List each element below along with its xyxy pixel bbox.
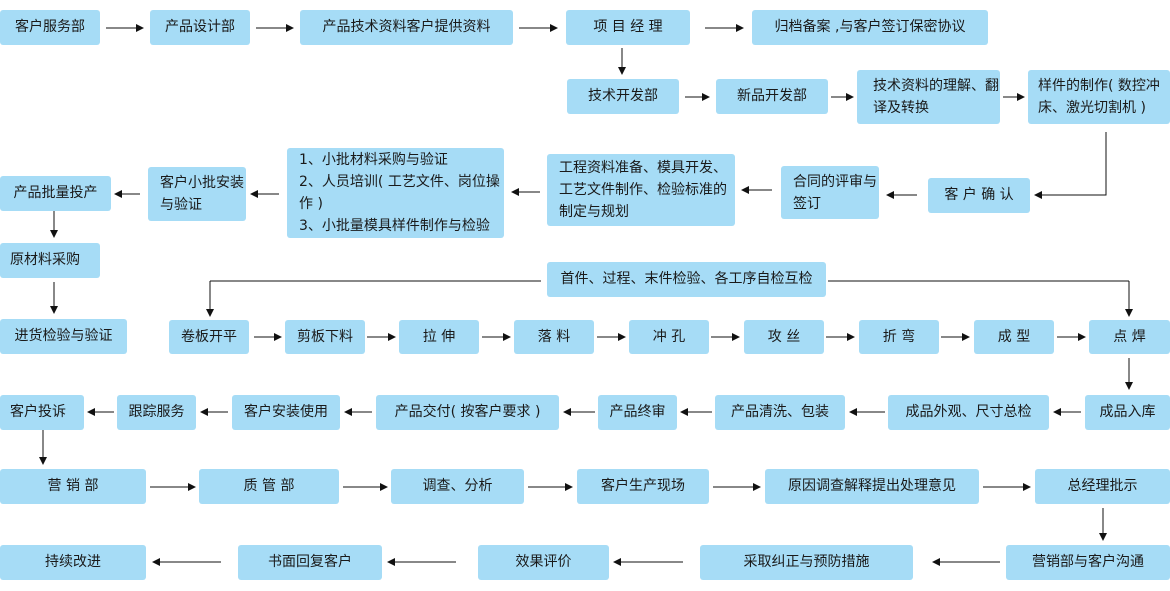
node-marketing-communicate: 营销部与客户沟通 bbox=[1006, 545, 1170, 580]
node-customer-confirm: 客 户 确 认 bbox=[928, 178, 1030, 213]
node-written-reply: 书面回复客户 bbox=[238, 545, 382, 580]
node-new-product-dev: 新品开发部 bbox=[716, 79, 828, 114]
node-customer-site: 客户生产现场 bbox=[577, 469, 709, 504]
node-incoming-inspection: 进货检验与验证 bbox=[0, 319, 127, 354]
node-engineering-prep: 工程资料准备、模具开发、工艺文件制作、检验标准的制定与规划 bbox=[547, 154, 735, 226]
node-blanking: 落 料 bbox=[514, 320, 594, 354]
node-warehousing: 成品入库 bbox=[1085, 395, 1170, 430]
node-customer-install: 客户安装使用 bbox=[232, 395, 340, 430]
node-delivery: 产品交付( 按客户要求 ) bbox=[376, 395, 559, 430]
node-complaint: 客户投诉 bbox=[0, 395, 84, 430]
node-customer-small-batch: 客户小批安装与验证 bbox=[148, 167, 246, 221]
arrow-n9-n10 bbox=[1034, 132, 1107, 199]
node-follow-up: 跟踪服务 bbox=[117, 395, 196, 430]
node-continuous-improvement: 持续改进 bbox=[0, 545, 146, 580]
node-investigate: 调查、分析 bbox=[391, 469, 524, 504]
node-product-design: 产品设计部 bbox=[150, 10, 250, 45]
node-coil-leveling: 卷板开平 bbox=[169, 320, 249, 354]
node-customer-tech-data: 产品技术资料客户提供资料 bbox=[300, 10, 513, 45]
node-contract-review: 合同的评审与签订 bbox=[781, 166, 879, 219]
node-quality-inspection: 首件、过程、末件检验、各工序自检互检 bbox=[547, 262, 826, 297]
node-mass-production: 产品批量投产 bbox=[0, 176, 111, 211]
node-quality-dept: 质 管 部 bbox=[199, 469, 339, 504]
node-corrective-action: 采取纠正与预防措施 bbox=[700, 545, 913, 580]
node-bending: 折 弯 bbox=[859, 320, 939, 354]
node-project-manager: 项 目 经 理 bbox=[566, 10, 690, 45]
node-final-check: 成品外观、尺寸总检 bbox=[888, 395, 1049, 430]
node-raw-material: 原材料采购 bbox=[0, 243, 100, 278]
node-tapping: 攻 丝 bbox=[744, 320, 824, 354]
node-final-review: 产品终审 bbox=[598, 395, 677, 430]
node-clean-pack: 产品清洗、包装 bbox=[715, 395, 845, 430]
node-tech-translation: 技术资料的理解、翻译及转换 bbox=[857, 70, 1000, 124]
node-shearing: 剪板下料 bbox=[285, 320, 365, 354]
node-customer-service: 客户服务部 bbox=[0, 10, 100, 45]
node-drawing: 拉 伸 bbox=[399, 320, 479, 354]
node-effect-evaluation: 效果评价 bbox=[478, 545, 609, 580]
node-spot-welding: 点 焊 bbox=[1089, 320, 1170, 354]
node-cause-analysis: 原因调查解释提出处理意见 bbox=[765, 469, 979, 504]
node-punching: 冲 孔 bbox=[629, 320, 709, 354]
node-small-batch-tasks: 1、小批材料采购与验证 2、人员培训( 工艺文件、岗位操作 ) 3、小批量模具样… bbox=[287, 148, 504, 238]
node-gm-approval: 总经理批示 bbox=[1035, 469, 1170, 504]
node-marketing: 营 销 部 bbox=[0, 469, 146, 504]
node-forming: 成 型 bbox=[974, 320, 1054, 354]
node-sample-making: 样件的制作( 数控冲床、激光切割机 ) bbox=[1028, 70, 1170, 124]
node-archive-nda: 归档备案 ,与客户签订保密协议 bbox=[752, 10, 988, 45]
node-tech-dev: 技术开发部 bbox=[567, 79, 679, 114]
